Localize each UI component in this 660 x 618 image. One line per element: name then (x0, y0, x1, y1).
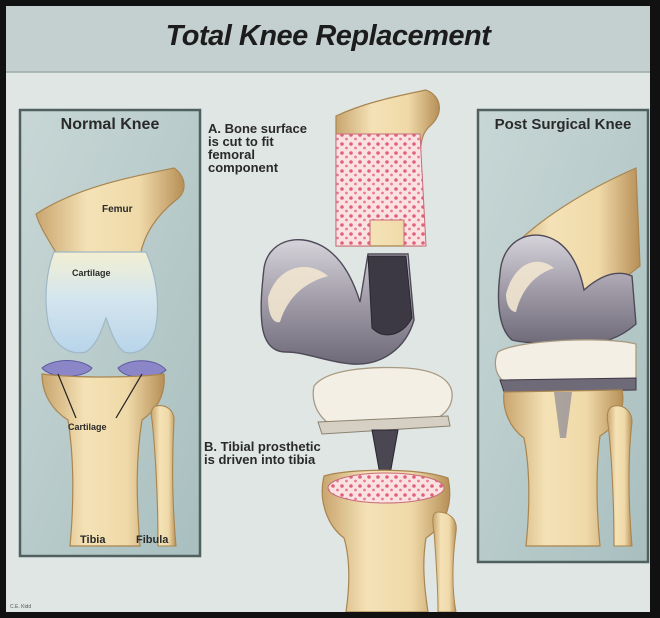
tibia-cut-surface (328, 473, 444, 503)
tibia-label: Tibia (80, 534, 105, 546)
knee-illustration (6, 6, 650, 612)
post-surgical-knee-title: Post Surgical Knee (478, 116, 648, 133)
femur-label: Femur (102, 204, 133, 215)
step-a-caption: A. Bone surface is cut to fit femoral co… (208, 122, 307, 174)
fibula-label: Fibula (136, 534, 168, 546)
step-b-caption: B. Tibial prosthetic is driven into tibi… (204, 440, 321, 466)
cartilage-label-bottom: Cartilage (68, 422, 107, 432)
artist-credit: C.E. Kidd (10, 604, 31, 610)
femoral-component-inner (368, 256, 412, 335)
normal-knee-title: Normal Knee (20, 116, 200, 134)
center-fibula (433, 512, 457, 612)
page-title: Total Knee Replacement (6, 20, 650, 53)
cartilage-label-top: Cartilage (72, 268, 111, 278)
